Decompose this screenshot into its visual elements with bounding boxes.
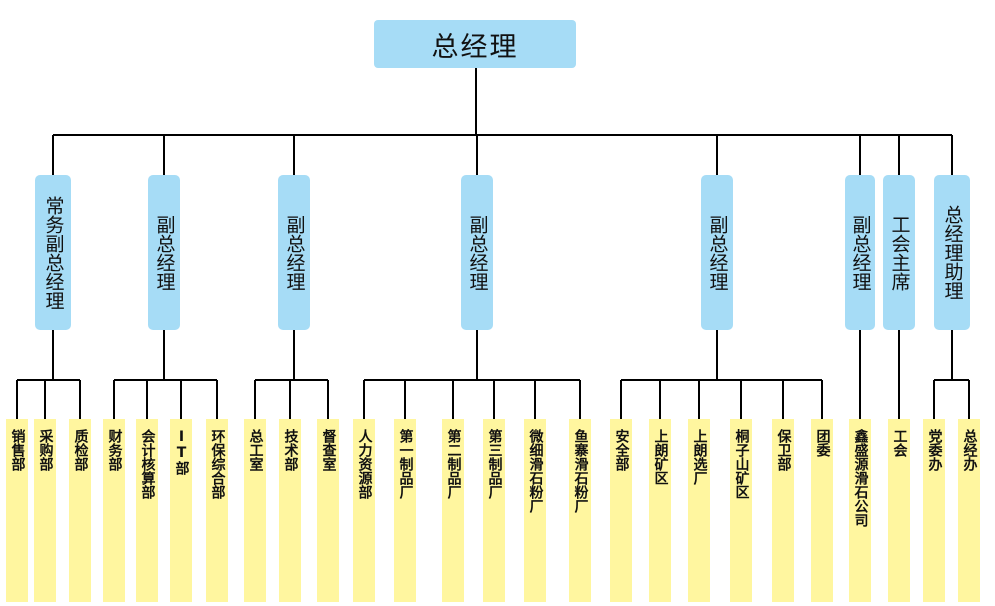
department-node: 质检部 [69,419,91,602]
department-node: 督查室 [317,419,339,602]
manager-node-5: 副总经理 [701,175,733,330]
department-node: 总工室 [244,419,266,602]
department-node: 上朗矿区 [649,419,671,602]
department-node: 人力资源部 [353,419,375,602]
department-node: 团委 [811,419,833,602]
department-node: 桐子山矿区 [730,419,752,602]
department-node: 保卫部 [772,419,794,602]
manager-node-1: 常务副总经理 [35,175,71,330]
manager-node-6: 副总经理 [845,175,875,330]
manager-node-3: 副总经理 [278,175,310,330]
department-node: 环保综合部 [206,419,228,602]
department-node: 技术部 [279,419,301,602]
department-node: 工会 [888,419,910,602]
manager-node-2: 副总经理 [148,175,180,330]
department-node: 采购部 [34,419,56,602]
department-node: 第一制品厂 [394,419,416,602]
department-node: 上朗选厂 [688,419,710,602]
department-node: 鑫盛源滑石公司 [849,419,871,602]
department-node: IT部 [170,419,192,602]
department-node: 第二制品厂 [442,419,464,602]
department-node: 微细滑石粉厂 [524,419,546,602]
department-node: 鱼寨滑石粉厂 [569,419,591,602]
manager-node-4: 副总经理 [461,175,493,330]
manager-node-7: 工会主席 [883,175,915,330]
department-node: 安全部 [610,419,632,602]
department-node: 第三制品厂 [483,419,505,602]
root-node: 总经理 [374,20,576,68]
department-node: 财务部 [103,419,125,602]
department-node: 总经办 [958,419,980,602]
department-node: 销售部 [6,419,28,602]
department-node: 会计核算部 [136,419,158,602]
department-node: 党委办 [923,419,945,602]
manager-node-8: 总经理助理 [934,175,970,330]
